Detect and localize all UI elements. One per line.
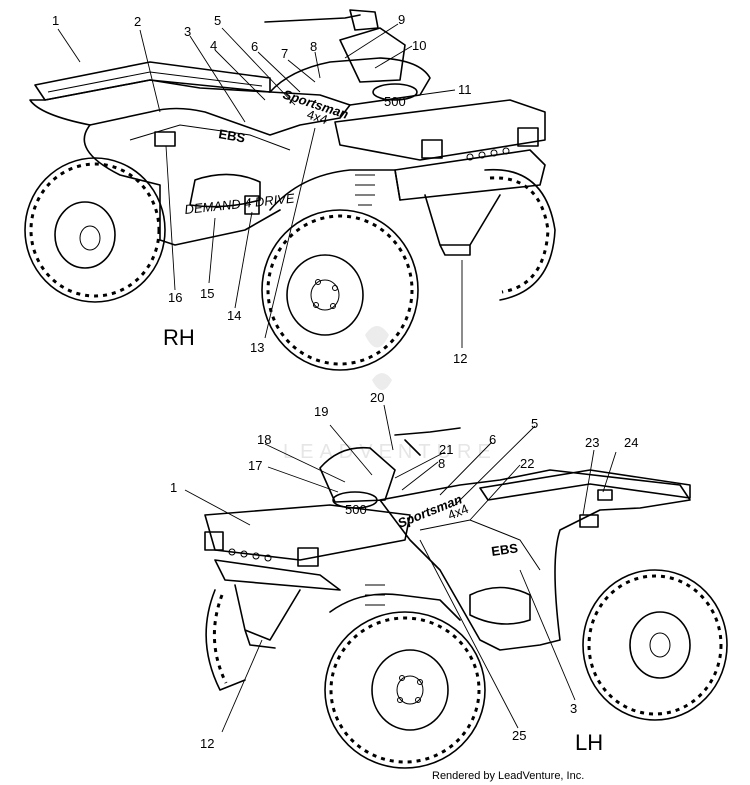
lh-headlight-left [204, 531, 224, 551]
rh-front-rack [334, 99, 546, 161]
rh-front-wheel-near [261, 209, 419, 371]
lh-handlebar [394, 427, 461, 456]
rh-front-wheel-far [484, 168, 556, 301]
rh-headlight-right [517, 127, 539, 147]
lh-callout-22: 22 [520, 456, 534, 471]
lh-callout-23: 23 [585, 435, 599, 450]
lh-front-rack [204, 504, 411, 561]
rh-callout-6: 6 [251, 39, 258, 54]
rh-callouts: 1 2 3 4 5 6 7 8 9 10 11 12 13 14 15 16 R… [52, 12, 472, 366]
lh-callout-24: 24 [624, 435, 638, 450]
rh-headlight-left [421, 139, 443, 159]
rh-rear-fender [29, 79, 351, 136]
rh-callout-7: 7 [281, 46, 288, 61]
svg-text:500: 500 [384, 94, 406, 109]
rh-callout-13: 13 [250, 340, 264, 355]
atv-left-hand-view: 500 EBS Sportsman 4x4 [204, 427, 728, 769]
lh-callout-1: 1 [170, 480, 177, 495]
lh-callout-12: 12 [200, 736, 214, 751]
svg-text:500: 500 [345, 502, 367, 517]
rh-windscreen [339, 27, 406, 83]
lh-front-bumper [214, 559, 341, 591]
lh-callout-5: 5 [531, 416, 538, 431]
lh-4x4-decal: 4x4 [446, 501, 471, 523]
rh-rear-wheel [24, 157, 166, 303]
rh-callout-2: 2 [134, 14, 141, 29]
rh-500-decal [372, 83, 418, 101]
rh-4x4-decal: 4x4 [305, 107, 330, 128]
lh-body [379, 469, 691, 651]
leadventure-watermark: LEADVENTURE [283, 326, 497, 463]
lh-ebs-decal: EBS [490, 540, 519, 559]
lh-callout-3: 3 [570, 701, 577, 716]
rh-demand-drive-decal: DEMAND 4 DRIVE [184, 190, 296, 217]
lh-callout-leaders [184, 404, 617, 733]
rh-handlebar [264, 9, 379, 31]
lh-callout-6: 6 [489, 432, 496, 447]
rh-ebs-decal: EBS [217, 126, 246, 145]
rh-callout-15: 15 [200, 286, 214, 301]
lh-windscreen [319, 446, 396, 503]
lh-rear-wheel [582, 569, 728, 721]
lh-callouts: 1 17 18 19 20 21 8 6 5 22 23 24 3 25 12 … [170, 390, 638, 755]
rh-callout-4: 4 [210, 38, 217, 53]
lh-front-wheel-near [324, 611, 486, 769]
watermark-text: LEADVENTURE [283, 441, 497, 463]
lh-front-wheel-far [205, 589, 246, 691]
lh-500-decal [332, 491, 378, 509]
lh-callout-19: 19 [314, 404, 328, 419]
lh-callout-17: 17 [248, 458, 262, 473]
rh-view-label: RH [163, 325, 195, 350]
credit-line: Rendered by LeadVenture, Inc. [432, 770, 584, 782]
lh-view-label: LH [575, 730, 603, 755]
lh-decal-24 [597, 489, 613, 501]
rh-callout-8: 8 [310, 39, 317, 54]
lh-callout-18: 18 [257, 432, 271, 447]
rh-callout-9: 9 [398, 12, 405, 27]
rh-callout-leaders [57, 23, 463, 348]
rh-fuel-tank [269, 57, 431, 106]
lh-headlight-right [297, 547, 319, 567]
atv-right-hand-view: 500 EBS Sportsman 4x4 DEMAND 4 DRIVE [24, 9, 556, 371]
rh-callout-14: 14 [227, 308, 241, 323]
lh-callout-25: 25 [512, 728, 526, 743]
rh-callout-12: 12 [453, 351, 467, 366]
rh-callout-11: 11 [458, 82, 472, 97]
rh-callout-5: 5 [214, 13, 221, 28]
rh-callout-16: 16 [168, 290, 182, 305]
lh-callout-21: 21 [439, 442, 453, 457]
rh-callout-10: 10 [412, 38, 426, 53]
rh-callout-1: 1 [52, 13, 59, 28]
lh-decal-23 [579, 514, 599, 528]
rh-callout-3: 3 [184, 24, 191, 39]
rh-decal-16 [154, 131, 176, 147]
lh-callout-8: 8 [438, 456, 445, 471]
lh-callout-20: 20 [370, 390, 384, 405]
